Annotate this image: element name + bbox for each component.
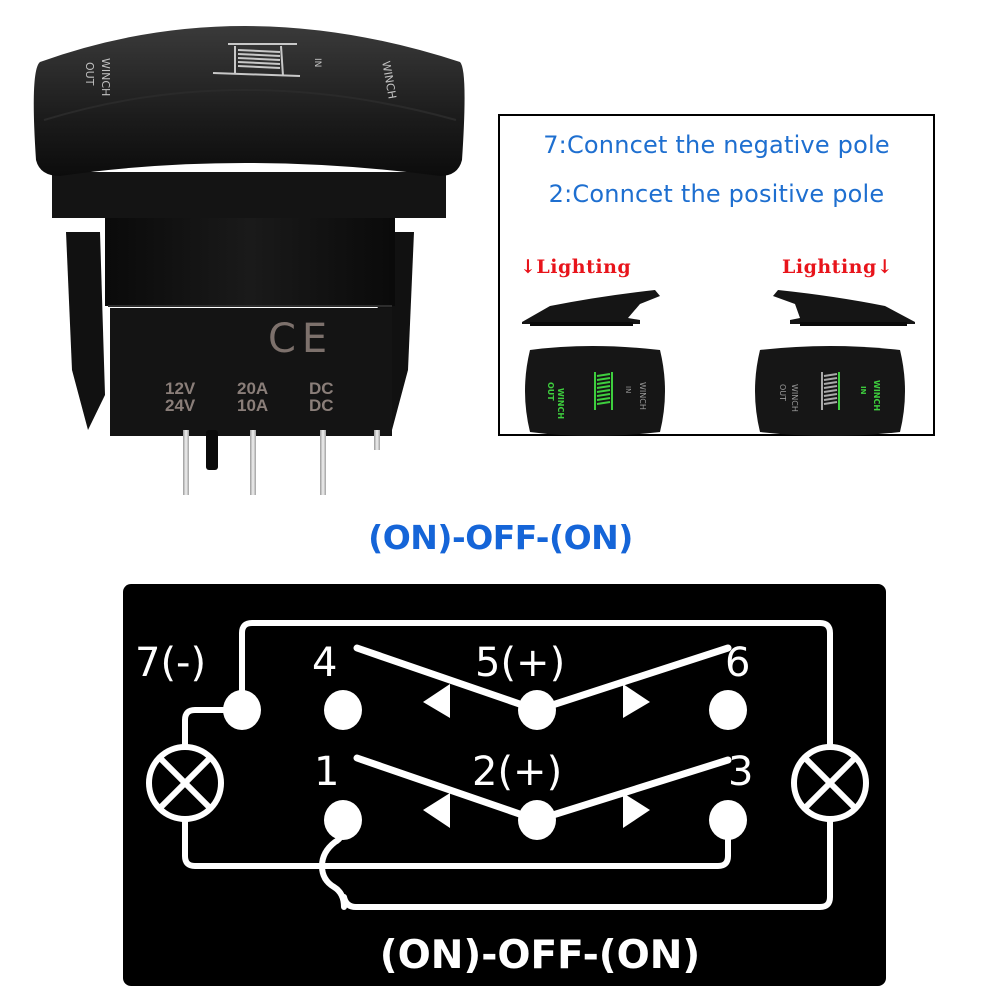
switch-top-view-right: WINCH OUT WINCH IN: [755, 346, 905, 436]
arrow-right-icon: [623, 793, 650, 828]
svg-text:WINCH: WINCH: [638, 382, 647, 410]
pin-2-dot: [518, 800, 556, 840]
arrow-right-icon: [623, 684, 650, 718]
pin-1-dot: [324, 800, 362, 840]
diagram-bottom-label: (ON)-OFF-(ON): [380, 933, 701, 978]
pin-4-dot: [324, 690, 362, 730]
svg-text:IN: IN: [859, 386, 867, 395]
pin-labels: 7(-) 4 5(+) 6 1 2(+) 3: [135, 640, 753, 795]
negative-pole-note: 7:Conncet the negative pole: [543, 131, 890, 159]
switch-side-view-left: [522, 290, 660, 326]
terminals: [223, 690, 747, 840]
left-lamp-icon: [146, 744, 224, 822]
pin-4-label: 4: [312, 640, 337, 686]
pin-2-label: 2(+): [472, 749, 562, 795]
winch-icon: [212, 43, 301, 77]
terminal-pin: [320, 430, 326, 495]
rocker-switch-illustration: [33, 26, 465, 495]
svg-text:OUT: OUT: [546, 382, 555, 401]
rocker-cap: [33, 26, 465, 176]
right-lamp-icon: [791, 744, 869, 822]
ce-mark: CE: [268, 316, 334, 362]
switch-views: WINCH OUT WINCH IN WINCH OUT WINCH IN: [522, 290, 915, 436]
terminal-pin: [374, 430, 380, 450]
wire-pin7-to-left-lamp: [182, 707, 245, 750]
pin-1-label: 1: [314, 749, 339, 795]
pin-6-label: 6: [725, 640, 750, 686]
pin-3-dot: [709, 800, 747, 840]
wire-pin7-to-right-lamp: [239, 620, 833, 750]
lighting-label-left: ↓Lighting: [520, 256, 632, 278]
lighting-label-right: Lighting↓: [782, 256, 894, 278]
product-photo-rocker-switch: WINCH OUT IN WINCH CE 12V 20A DC 24V 10A…: [0, 0, 480, 500]
positive-pole-note: 2:Conncet the positive pole: [548, 180, 885, 208]
pin-5-label: 5(+): [475, 640, 565, 686]
wire-left-lamp-to-pin3: [182, 816, 731, 869]
rating-row: 12V 20A DC: [165, 379, 334, 398]
terminal-pin: [250, 430, 256, 495]
switch-side-view-right: [773, 290, 915, 326]
winch-out-lit-text: WINCH: [556, 388, 565, 419]
switch-top-view-left: WINCH OUT WINCH IN: [525, 346, 665, 436]
pin-5-dot: [518, 690, 556, 730]
arrow-left-icon: [423, 793, 450, 828]
svg-text:OUT: OUT: [778, 384, 787, 401]
diagram-title: (ON)-OFF-(ON): [368, 518, 633, 557]
winch-in-lit-text: WINCH: [872, 380, 881, 411]
pin-6-dot: [709, 690, 747, 730]
arrow-left-icon: [423, 684, 450, 718]
rating-row: 24V 10A DC: [165, 396, 334, 415]
terminal-pin: [183, 430, 189, 495]
ratings-table: 12V 20A DC 24V 10A DC: [165, 380, 334, 414]
svg-text:WINCH: WINCH: [790, 384, 799, 412]
pin-3-label: 3: [728, 749, 753, 795]
direction-arrows: [423, 684, 650, 828]
svg-text:IN: IN: [624, 386, 632, 393]
pin-7-label: 7(-): [135, 640, 206, 686]
pin-7-dot: [223, 690, 261, 730]
wiring-info-box: 7:Conncet the negative pole 2:Conncet th…: [498, 114, 935, 436]
wiring-diagram-panel: [123, 584, 886, 986]
